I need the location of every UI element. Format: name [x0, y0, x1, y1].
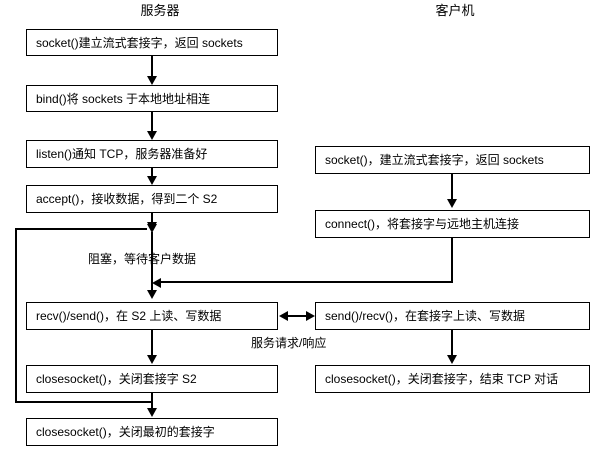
node-server-bind: bind()将 sockets 于本地地址相连: [26, 85, 278, 112]
connector-server-socket-bind: [151, 56, 153, 78]
connector-server-accept-block: [151, 213, 153, 227]
loopback-vertical-segment: [15, 228, 17, 403]
column-title-client: 客户机: [435, 3, 475, 18]
arrowhead-server-recvsend-close: [147, 355, 157, 364]
connector-server-listen-accept: [151, 168, 153, 179]
arrowhead-request-response-left: [279, 311, 288, 321]
connector-client-connect-to-server-path: [161, 281, 453, 283]
arrowhead-server-bind-listen: [147, 131, 157, 140]
node-client-close: closesocket()，关闭套接字，结束 TCP 对话: [315, 365, 590, 393]
node-client-send-recv: send()/recv()，在套接字上读、写数据: [315, 302, 590, 330]
connector-server-bind-listen: [151, 112, 153, 133]
node-client-socket: socket()，建立流式套接字，返回 sockets: [315, 146, 590, 174]
loopback-top-segment: [15, 228, 147, 230]
edge-label-request-response: 服务请求/响应: [251, 336, 327, 350]
arrowhead-client-socket-connect: [447, 199, 457, 208]
connector-client-socket-connect: [451, 174, 453, 200]
node-server-close-initial: closesocket()，关闭最初的套接字: [26, 418, 278, 446]
arrowhead-server-close-closeinitial: [147, 408, 157, 417]
node-server-accept: accept()，接收数据，得到二个 S2: [26, 185, 278, 213]
node-client-connect: connect()，将套接字与远地主机连接: [315, 210, 590, 238]
connector-client-sendrecv-close: [451, 330, 453, 357]
node-server-socket: socket()建立流式套接字，返回 sockets: [26, 29, 278, 56]
arrowhead-loopback-into-accept-path: [147, 224, 157, 233]
node-server-listen: listen()通知 TCP，服务器准备好: [26, 140, 278, 168]
arrowhead-client-sendrecv-close: [447, 355, 457, 364]
arrowhead-server-socket-bind: [147, 76, 157, 85]
arrowhead-server-listen-accept: [147, 176, 157, 185]
arrowhead-server-block-recvsend: [147, 290, 157, 299]
connector-server-block-recvsend: [151, 232, 153, 294]
connector-request-response: [284, 315, 309, 317]
loopback-bottom-segment: [15, 401, 151, 403]
column-title-server: 服务器: [140, 3, 180, 18]
arrowhead-request-response-right: [306, 311, 315, 321]
connector-server-close-closeinitial: [151, 393, 153, 411]
edge-label-blocking-wait: 阻塞，等待客户数据: [88, 252, 197, 266]
node-server-close-s2: closesocket()，关闭套接字 S2: [26, 365, 278, 393]
arrowhead-client-connect-to-server-path: [152, 278, 161, 288]
connector-client-connect-down: [451, 238, 453, 283]
connector-server-recvsend-close: [151, 330, 153, 357]
node-server-recv-send: recv()/send()，在 S2 上读、写数据: [26, 302, 278, 330]
